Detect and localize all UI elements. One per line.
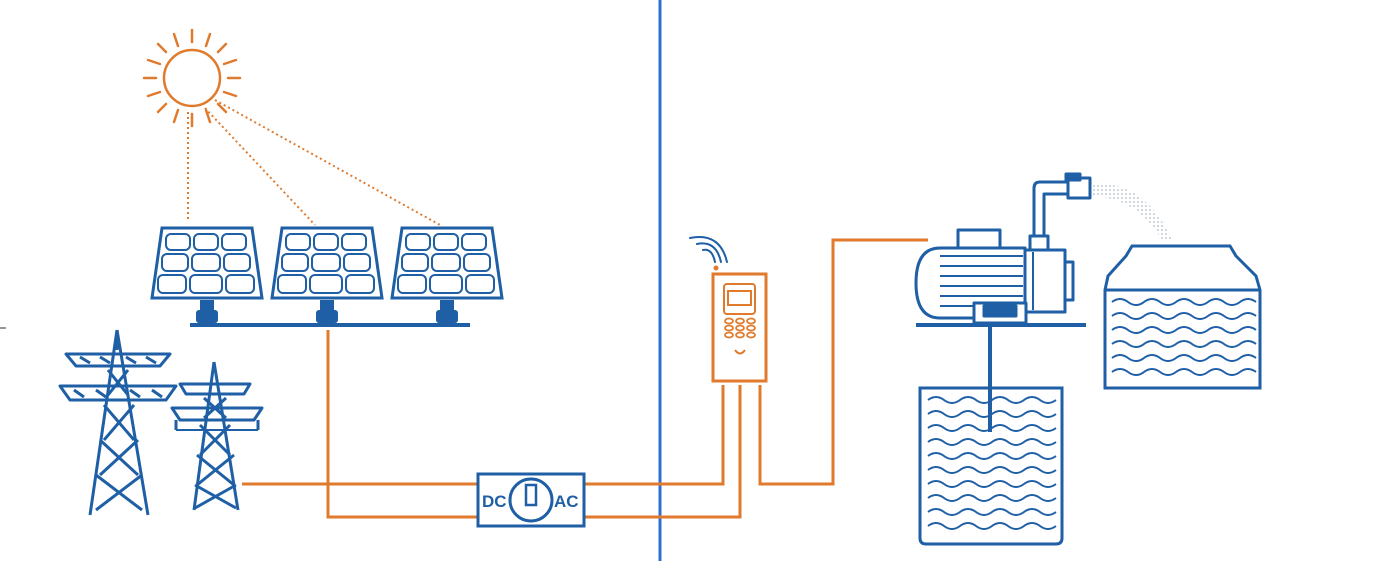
power-wiring xyxy=(242,238,928,519)
solar-panel-icon xyxy=(150,226,264,323)
solar-panel-icon xyxy=(390,226,504,323)
dc-ac-converter: DC AC xyxy=(476,472,586,528)
solar-panel-icon xyxy=(270,226,384,323)
solar-panel-array xyxy=(150,226,504,327)
motor-pump-icon xyxy=(914,172,1092,327)
ac-label: AC xyxy=(554,492,579,511)
water-spray-icon xyxy=(1092,183,1172,240)
vfd-drive-icon xyxy=(711,272,768,383)
transmission-tower-icon xyxy=(58,329,264,516)
storage-tank-icon xyxy=(1103,244,1262,390)
dc-label: DC xyxy=(482,492,507,511)
wifi-signal-icon xyxy=(689,236,728,271)
sun-ray-lines xyxy=(187,99,441,226)
sun-icon xyxy=(142,28,242,128)
well-icon xyxy=(918,323,1064,546)
